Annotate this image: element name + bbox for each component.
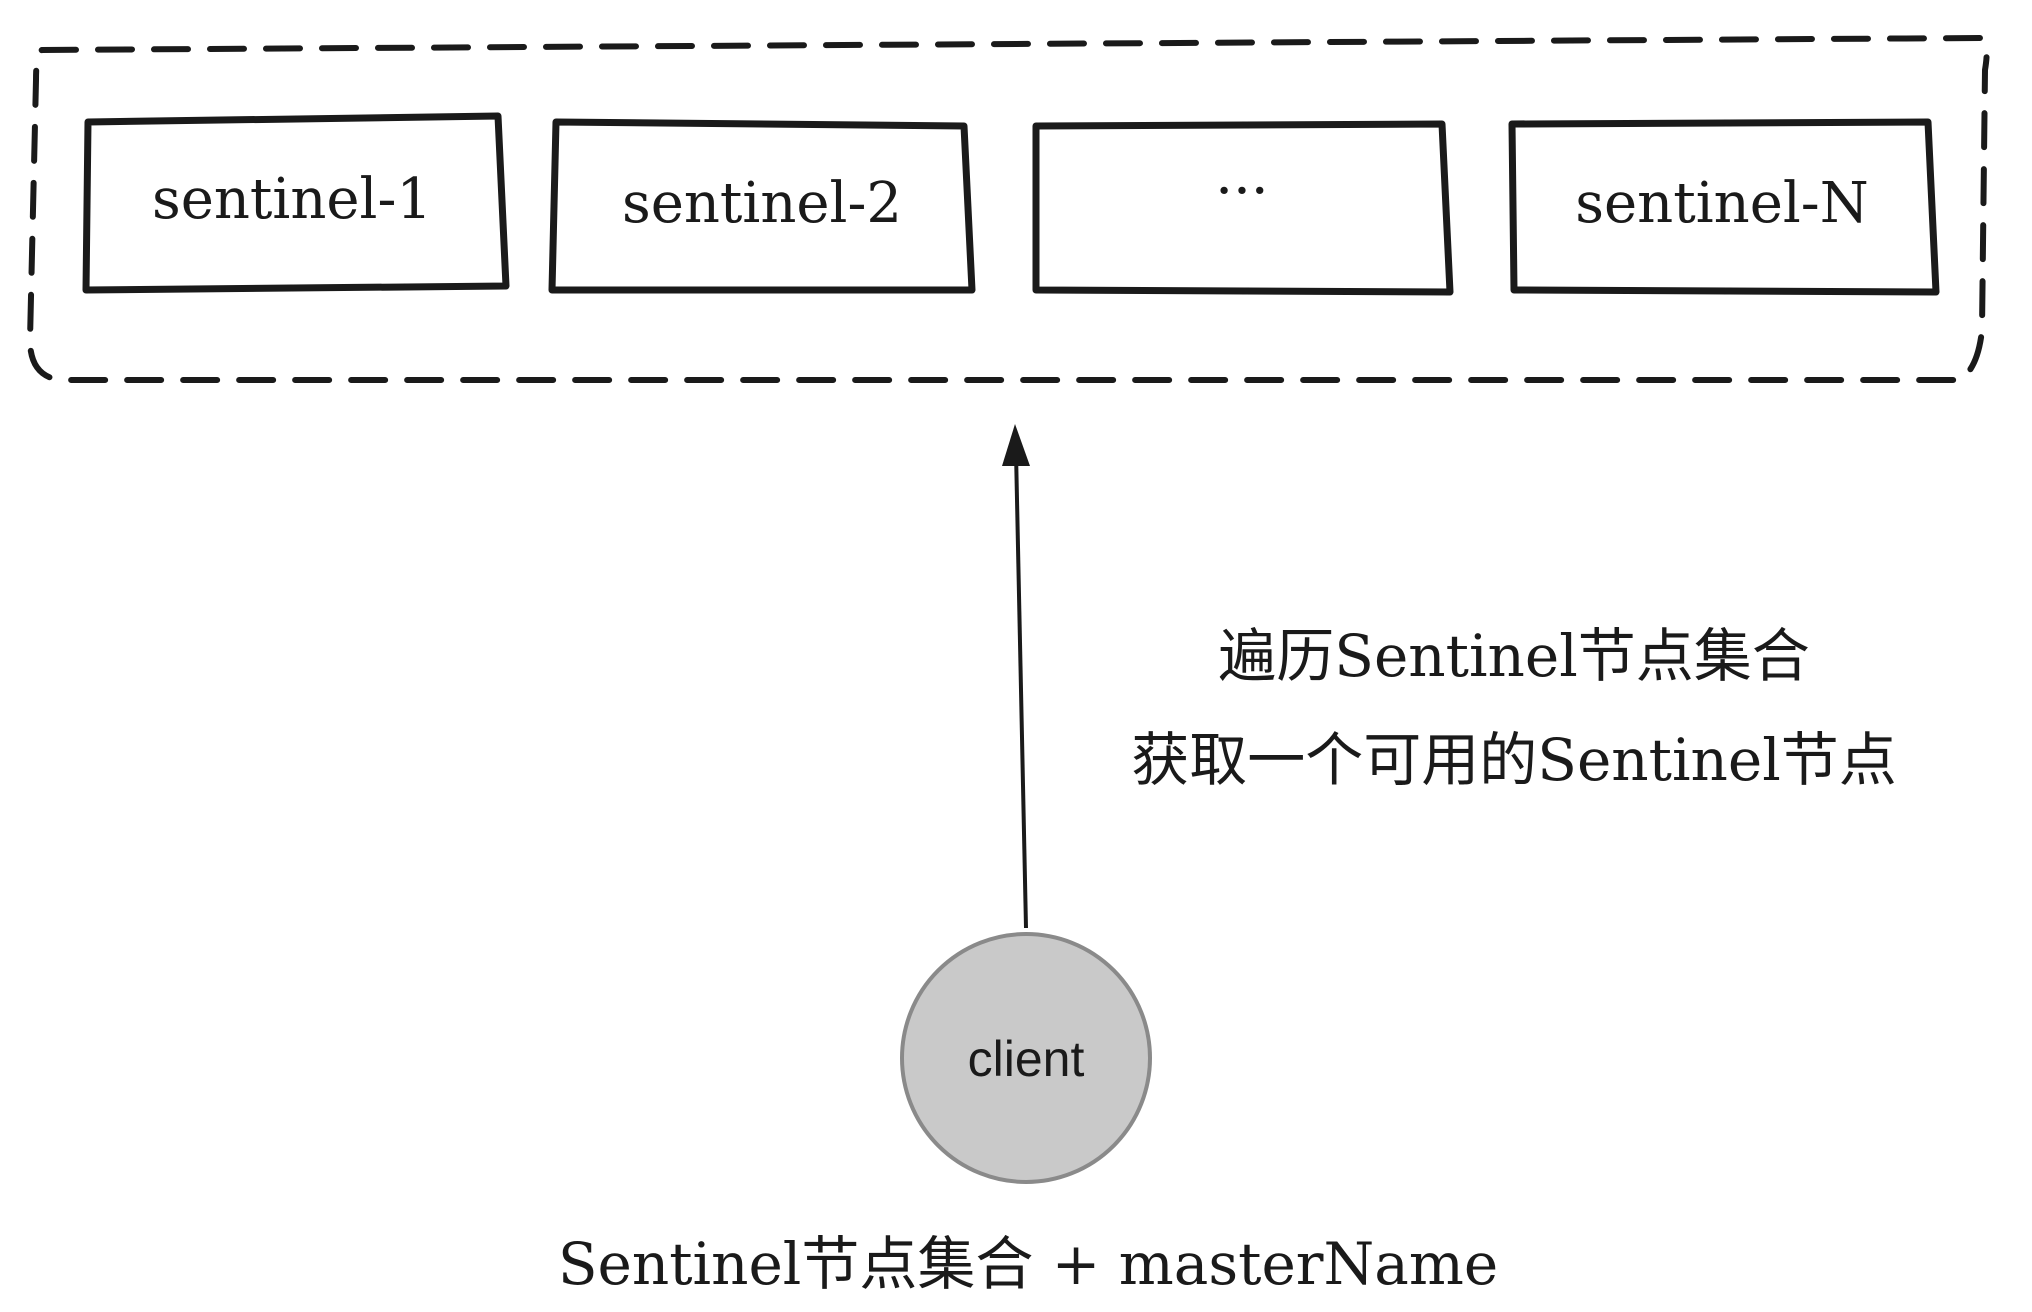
sentinel-node-1-label: sentinel-1 — [152, 167, 432, 232]
annotation-line-2: 获取一个可用的Sentinel节点 — [1131, 726, 1897, 794]
arrow-shaft — [1014, 451, 1028, 929]
sentinel-node-2-label: sentinel-2 — [622, 171, 902, 236]
sentinel-node-2: sentinel-2 — [548, 118, 976, 294]
client-node: client — [900, 932, 1152, 1184]
sentinel-node-ellipsis: ··· — [1032, 120, 1454, 296]
sentinel-node-n-label: sentinel-N — [1575, 171, 1868, 236]
arrow-head-icon — [1002, 424, 1030, 466]
sentinel-node-ellipsis-label: ··· — [1215, 159, 1268, 224]
sentinel-node-1: sentinel-1 — [82, 112, 510, 294]
client-caption: Sentinel节点集合 + masterName — [558, 1230, 1498, 1298]
annotation-line-1: 遍历Sentinel节点集合 — [1218, 622, 1810, 690]
sentinel-node-n: sentinel-N — [1508, 118, 1940, 296]
client-circle — [900, 932, 1152, 1184]
discovery-arrow — [1002, 424, 1030, 929]
client-label: client — [968, 1031, 1085, 1087]
sentinel-group-border — [26, 34, 1990, 383]
